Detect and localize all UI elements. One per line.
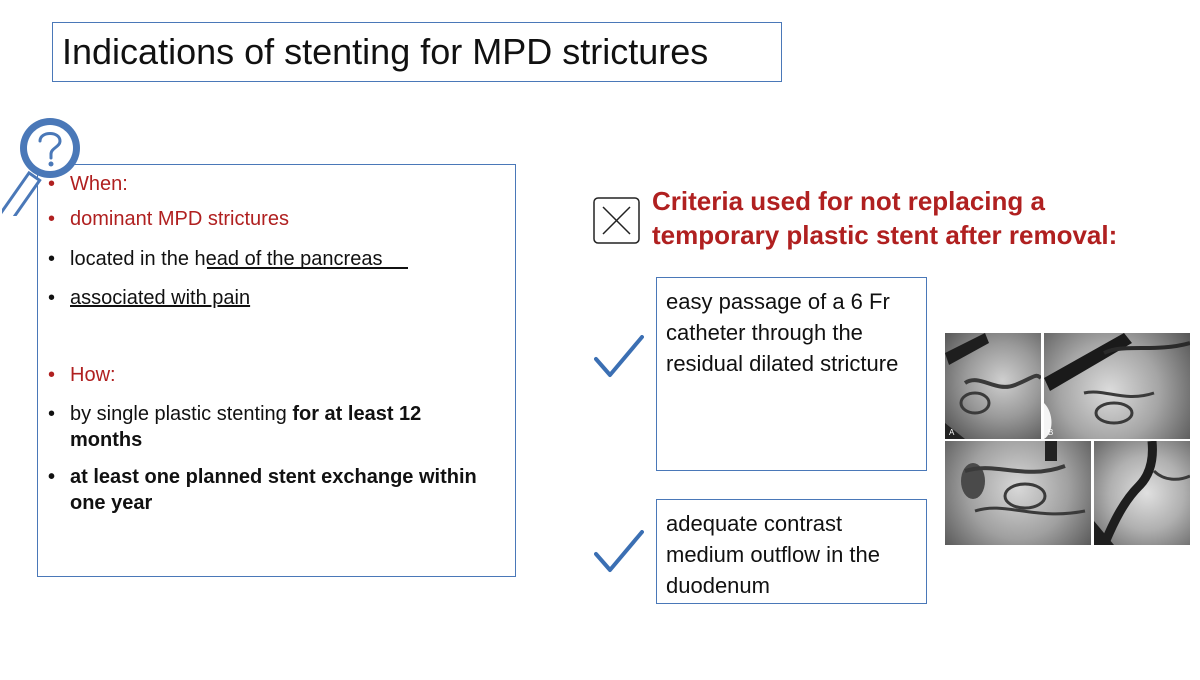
bullet-dot: •	[48, 173, 56, 195]
item-stenting-bold: for at least 12 months	[70, 403, 422, 451]
bullet-how: • How:	[48, 362, 488, 388]
criterion-box-2: adequate contrast medium outflow in the …	[656, 499, 927, 604]
bullet-stenting: • by single plastic stenting for at leas…	[48, 401, 488, 453]
x-box-icon	[593, 197, 640, 244]
criterion-text-1: easy passage of a 6 Fr catheter through …	[666, 289, 899, 376]
bullet-dot: •	[48, 364, 56, 386]
bullet-dot: •	[48, 248, 56, 270]
item-stenting: by single plastic stenting for at least …	[70, 401, 488, 453]
item-stenting-plain: by single plastic stenting	[70, 403, 293, 425]
xray-label-b: B	[1048, 428, 1054, 437]
how-label: How:	[70, 364, 116, 386]
item-exchange: at least one planned stent exchange with…	[70, 466, 477, 514]
bullet-location: • located in the head of the pancreas	[48, 246, 488, 272]
slide-title: Indications of stenting for MPD strictur…	[62, 31, 709, 72]
item-pain: associated with pain	[70, 287, 251, 309]
xray-label-a: A	[949, 428, 955, 437]
xray-image-d	[1094, 441, 1190, 545]
checkmark-icon	[594, 335, 644, 377]
item-location: located in the head of the pancreas	[70, 248, 383, 270]
indications-box: • When: • dominant MPD strictures • loca…	[37, 164, 516, 577]
xray-image-b: B	[1044, 333, 1190, 439]
bullet-dot: •	[48, 466, 56, 488]
xray-image-c	[945, 441, 1091, 545]
xray-c-drawing	[961, 441, 1086, 516]
criterion-text-2: adequate contrast medium outflow in the …	[666, 511, 880, 598]
when-label: When:	[70, 173, 128, 195]
xray-a-drawing	[945, 333, 1041, 439]
checkmark-icon	[594, 530, 644, 572]
item-dominant: dominant MPD strictures	[70, 208, 289, 230]
bullet-dot: •	[48, 208, 56, 230]
bullet-dot: •	[48, 403, 56, 425]
magnifier-question-icon	[2, 118, 80, 216]
criterion-box-1: easy passage of a 6 Fr catheter through …	[656, 277, 927, 471]
criteria-title: Criteria used for not replacing a tempor…	[652, 186, 1118, 250]
bullet-when: • When:	[48, 171, 488, 197]
bullet-dominant: • dominant MPD strictures	[48, 206, 488, 232]
xray-d-drawing	[1094, 441, 1190, 545]
title-box: Indications of stenting for MPD strictur…	[52, 22, 782, 82]
bullet-exchange: • at least one planned stent exchange wi…	[48, 464, 488, 516]
bullet-pain: • associated with pain	[48, 285, 488, 311]
bullet-dot: •	[48, 287, 56, 309]
xray-b-drawing	[1044, 333, 1190, 439]
underline-head	[207, 267, 408, 269]
xray-image-a: A	[945, 333, 1041, 439]
